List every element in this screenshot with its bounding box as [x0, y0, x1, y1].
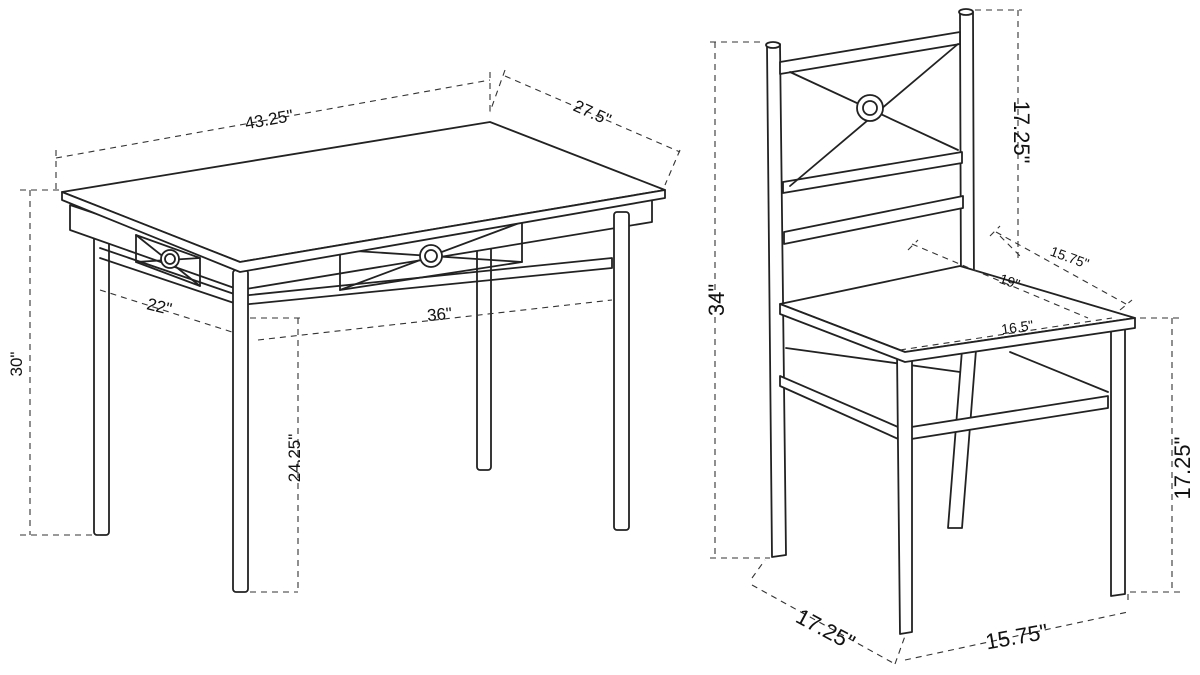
chair-back-height-label: 17.25": [1009, 101, 1034, 164]
table-rear-rail: [99, 247, 613, 306]
chair-back-mid-rail: [782, 151, 963, 194]
table-drawing: [61, 121, 666, 593]
table-leg-span-side-label: 22": [145, 294, 174, 318]
table-front-right-leg: [613, 211, 630, 531]
table-dimension-lines: [20, 69, 681, 593]
chair-dimension-lines: [710, 9, 1180, 665]
chair-seat-depth-label: 19": [997, 270, 1022, 292]
chair-back-top-rail: [779, 31, 961, 75]
table-front-left-leg: [232, 269, 249, 593]
chair-seat: [779, 265, 1136, 353]
chair-front-left-leg: [896, 351, 913, 635]
table-apron-clearance-label: 24.25": [285, 434, 304, 483]
chair-seat-edge: [779, 303, 1136, 363]
table-back-left-leg: [93, 204, 110, 536]
chair-rear-stretcher: [785, 347, 1109, 393]
chair-seat-front-width-label: 16.5": [1000, 317, 1034, 337]
table-top-edge: [61, 189, 666, 273]
table-width-label: 27.5": [571, 96, 614, 129]
chair-base-width-label: 15.75": [984, 619, 1050, 655]
chair-front-stretcher: [904, 395, 1109, 441]
table-leg-span-front-label: 36": [426, 304, 453, 325]
chair-back-low-rail: [783, 195, 964, 245]
table-side-x-panel: [135, 234, 201, 287]
chair-height-label: 34": [704, 284, 729, 316]
chair-seat-back-width-label: 15.75": [1048, 243, 1091, 272]
table-height-label: 30": [7, 352, 26, 377]
chair-front-right-leg: [1110, 325, 1126, 597]
chair-rear-left-post: [766, 43, 787, 558]
chair-side-stretcher: [779, 375, 906, 443]
chair-base-depth-label: 17.25": [792, 604, 859, 656]
chair-rear-back-leg: [947, 349, 977, 529]
table-length-label: 43.25": [243, 106, 294, 133]
chair-drawing: [765, 8, 1136, 635]
table-back-right-leg: [476, 239, 492, 471]
chair-seat-height-label: 17.25": [1170, 437, 1195, 500]
